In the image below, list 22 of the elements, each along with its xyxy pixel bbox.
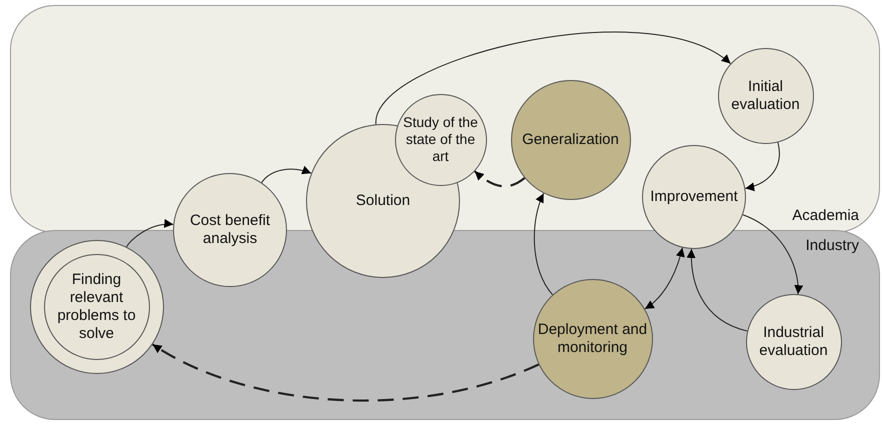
node-label: Finding relevant problems to solve xyxy=(56,270,137,342)
arrow xyxy=(644,247,685,310)
arrow xyxy=(126,220,174,248)
node-label: Improvement xyxy=(649,188,739,206)
dashed-arrow xyxy=(152,343,540,402)
region-label: Academia xyxy=(792,207,859,224)
node-label: Cost benefit analysis xyxy=(188,212,272,248)
node-label: Generalization xyxy=(521,130,620,148)
arrow xyxy=(742,214,803,295)
arrow xyxy=(744,142,780,191)
arrow xyxy=(534,192,554,296)
node-label: Study of the state of the art xyxy=(402,114,479,165)
node-label: Solution xyxy=(354,192,412,210)
region-band xyxy=(10,230,880,420)
node-label: Deployment and monitoring xyxy=(538,320,648,356)
node-label: Initial evaluation xyxy=(730,78,801,114)
arrow xyxy=(375,32,732,125)
node-label: Industrial evaluation xyxy=(758,324,829,360)
arrow xyxy=(261,166,312,184)
arrow xyxy=(686,248,748,332)
region-label: Industry xyxy=(806,237,859,254)
dashed-arrow xyxy=(474,170,526,188)
